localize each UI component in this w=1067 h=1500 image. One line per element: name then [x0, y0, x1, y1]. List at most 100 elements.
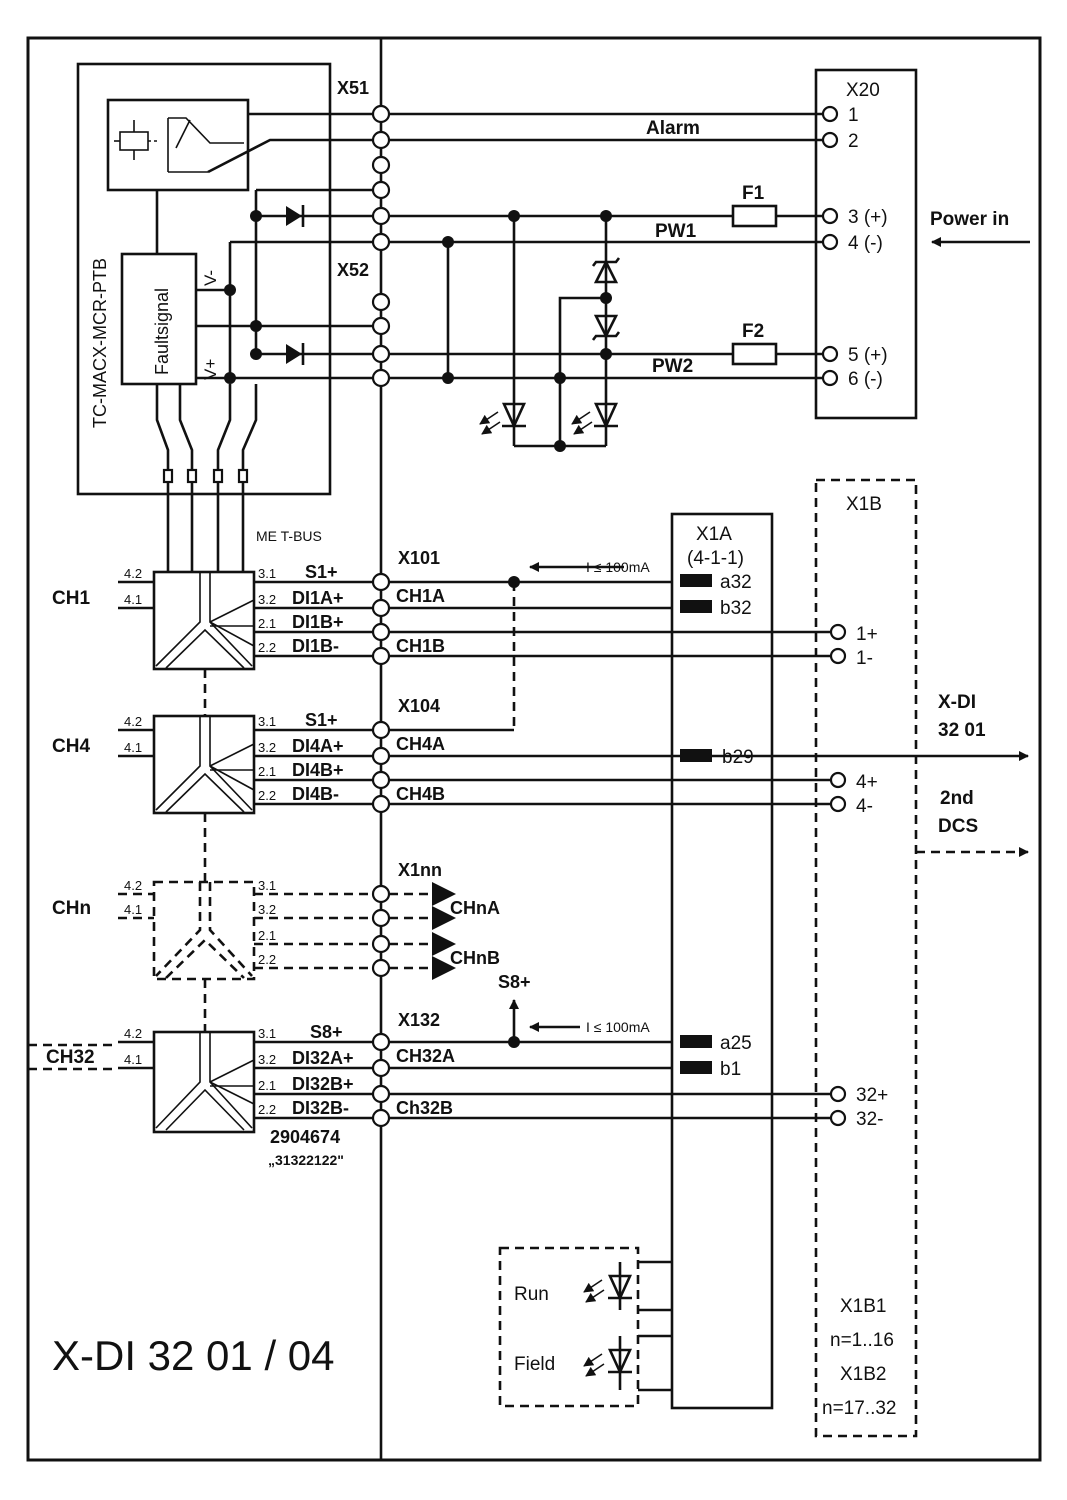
- ch32-name: CH32: [46, 1047, 95, 1068]
- met-bus-label: ME T-BUS: [256, 528, 322, 544]
- chn-pin-41: 4.1: [124, 902, 142, 917]
- ch1-pin-42: 4.2: [124, 566, 142, 581]
- part-code: „31322122": [268, 1152, 344, 1168]
- ch4b-line-label: CH4B: [396, 784, 445, 804]
- ptb-wiring: [155, 188, 381, 572]
- ch4-pin-22: 2.2: [258, 788, 276, 803]
- x20-block: X20 1 2 3 (+) 4 (-) 5 (+) 6 (-): [814, 68, 918, 420]
- ch1a-line-label: CH1A: [396, 586, 445, 606]
- power-in-label: Power in: [930, 209, 1009, 230]
- f2-label: F2: [742, 321, 764, 342]
- chn-name: CHn: [52, 898, 91, 919]
- ch32a-line-label: CH32A: [396, 1046, 455, 1066]
- x20-pin-3: 3 (+): [848, 207, 888, 228]
- channel-ch4: [118, 714, 1029, 815]
- power-wiring: [389, 112, 822, 452]
- ch1-name: CH1: [52, 588, 90, 609]
- ch32-s-label: S8+: [310, 1022, 343, 1042]
- x1b-block: [814, 478, 918, 1438]
- ch1-current-limit: I ≤ 100mA: [586, 559, 650, 575]
- ch32-pin-41: 4.1: [124, 1052, 142, 1067]
- ch1b-line-label: CH1B: [396, 636, 445, 656]
- ch32-t-plus: 32+: [856, 1085, 888, 1106]
- ch4-t-minus: 4-: [856, 796, 873, 817]
- ch4-a-label: DI4A+: [292, 736, 344, 756]
- ch4-c-label: DI4B-: [292, 784, 339, 804]
- ch1-pin-21: 2.1: [258, 616, 276, 631]
- faultsignal-label: Faultsignal: [152, 288, 172, 375]
- part-number: 2904674: [270, 1127, 340, 1147]
- chn-pin-42: 4.2: [124, 878, 142, 893]
- x1b1-range: n=1..16: [830, 1330, 894, 1351]
- chna-label: CHnA: [450, 898, 500, 918]
- chnb-label: CHnB: [450, 948, 500, 968]
- x51-terminals: [371, 104, 391, 252]
- x1a-block: [670, 512, 774, 1410]
- x51-label: X51: [337, 78, 369, 98]
- chn-pin-21: 2.1: [258, 928, 276, 943]
- x132-label: X132: [398, 1010, 440, 1030]
- x1b-label: X1B: [846, 494, 882, 515]
- ch4-s-label: S1+: [305, 710, 338, 730]
- ptb-module: Faultsignal V- V+ TC-MACX-MCR-PTB: [76, 62, 381, 496]
- ch1-pin-41: 4.1: [124, 592, 142, 607]
- ch4-pin-42: 4.2: [124, 714, 142, 729]
- module-frame: [26, 36, 1042, 1462]
- chn-pin-31: 3.1: [258, 878, 276, 893]
- ch1-pin-32: 3.2: [258, 592, 276, 607]
- x101-label: X101: [398, 548, 440, 568]
- ch1-c-label: DI1B-: [292, 636, 339, 656]
- ch1-pin-a: a32: [720, 572, 752, 593]
- s8-label: S8+: [498, 972, 531, 992]
- xdi-output-label-1: X-DI: [938, 692, 976, 713]
- x20-pin-5: 5 (+): [848, 345, 888, 366]
- module-title: X-DI 32 01 / 04: [52, 1332, 335, 1379]
- x1a-sub-label: (4-1-1): [687, 548, 744, 569]
- ch4-pin-21: 2.1: [258, 764, 276, 779]
- ch32-t-minus: 32-: [856, 1109, 883, 1130]
- x1nn-label: X1nn: [398, 860, 442, 880]
- ch4-pin-32: 3.2: [258, 740, 276, 755]
- x20-pin-6: 6 (-): [848, 369, 883, 390]
- ch1-s-label: S1+: [305, 562, 338, 582]
- ch1-pin-31: 3.1: [258, 566, 276, 581]
- alarm-label: Alarm: [646, 118, 700, 139]
- x52-terminals: [371, 292, 391, 388]
- ch1-t-plus: 1+: [856, 624, 878, 645]
- status-led-box: [498, 1246, 672, 1408]
- ch4-t-plus: 4+: [856, 772, 878, 793]
- x1b2-label: X1B2: [840, 1364, 886, 1385]
- ch32-pin-42: 4.2: [124, 1026, 142, 1041]
- ch1-a-label: DI1A+: [292, 588, 344, 608]
- ch32-pin-21: 2.1: [258, 1078, 276, 1093]
- ch4-pin-41: 4.1: [124, 740, 142, 755]
- ch32-pin-31: 3.1: [258, 1026, 276, 1041]
- x20-pin-1: 1: [848, 105, 859, 126]
- ch4-pin-a: b29: [722, 747, 754, 768]
- ch32-b-label: DI32B+: [292, 1074, 354, 1094]
- field-led-label: Field: [514, 1354, 555, 1375]
- ch1-pin-22: 2.2: [258, 640, 276, 655]
- ch32-pin-b: b1: [720, 1059, 741, 1080]
- dcs-output-label-2: DCS: [938, 816, 978, 837]
- channel-chn: [118, 880, 456, 981]
- ch1-t-minus: 1-: [856, 648, 873, 669]
- x20-label: X20: [846, 80, 880, 101]
- x1b1-label: X1B1: [840, 1296, 886, 1317]
- ch32-pin-a: a25: [720, 1033, 752, 1054]
- ch32-pin-22: 2.2: [258, 1102, 276, 1117]
- ch32b-line-label: Ch32B: [396, 1098, 453, 1118]
- x1b2-range: n=17..32: [822, 1398, 897, 1419]
- ch32-c-label: DI32B-: [292, 1098, 349, 1118]
- ch1-pin-b: b32: [720, 598, 752, 619]
- ch32-pin-32: 3.2: [258, 1052, 276, 1067]
- ch4-pin-31: 3.1: [258, 714, 276, 729]
- ch32-a-label: DI32A+: [292, 1048, 354, 1068]
- ch32-current-limit: I ≤ 100mA: [586, 1019, 650, 1035]
- x1a-label: X1A: [696, 524, 732, 545]
- run-led-label: Run: [514, 1284, 549, 1305]
- v-minus-label: V-: [201, 270, 220, 286]
- x20-pin-2: 2: [848, 131, 859, 152]
- xdi-output-label-2: 32 01: [938, 720, 986, 741]
